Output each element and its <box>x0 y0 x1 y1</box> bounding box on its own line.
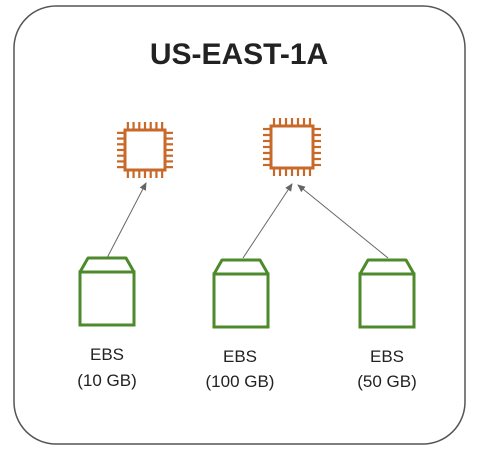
volume-size-label: (10 GB) <box>77 371 137 390</box>
volume-type-label: EBS <box>90 345 124 364</box>
ec2-chip-icon <box>117 122 173 178</box>
ec2-chip-icon <box>263 118 321 176</box>
volume-type-label: EBS <box>223 347 257 366</box>
zone-title: US-EAST-1A <box>150 38 328 71</box>
availability-zone-box <box>13 5 466 445</box>
ebs-volume-icon <box>358 258 416 329</box>
volume-type-label: EBS <box>370 347 404 366</box>
ebs-volume-icon <box>212 258 270 329</box>
attachment-arrow-3 <box>297 184 389 259</box>
volume-size-label: (100 GB) <box>206 372 275 391</box>
ebs-volume-icon <box>78 256 136 327</box>
attachment-arrow-2 <box>242 183 293 259</box>
volume-size-label: (50 GB) <box>357 372 417 391</box>
attachment-arrow-1 <box>106 182 147 259</box>
